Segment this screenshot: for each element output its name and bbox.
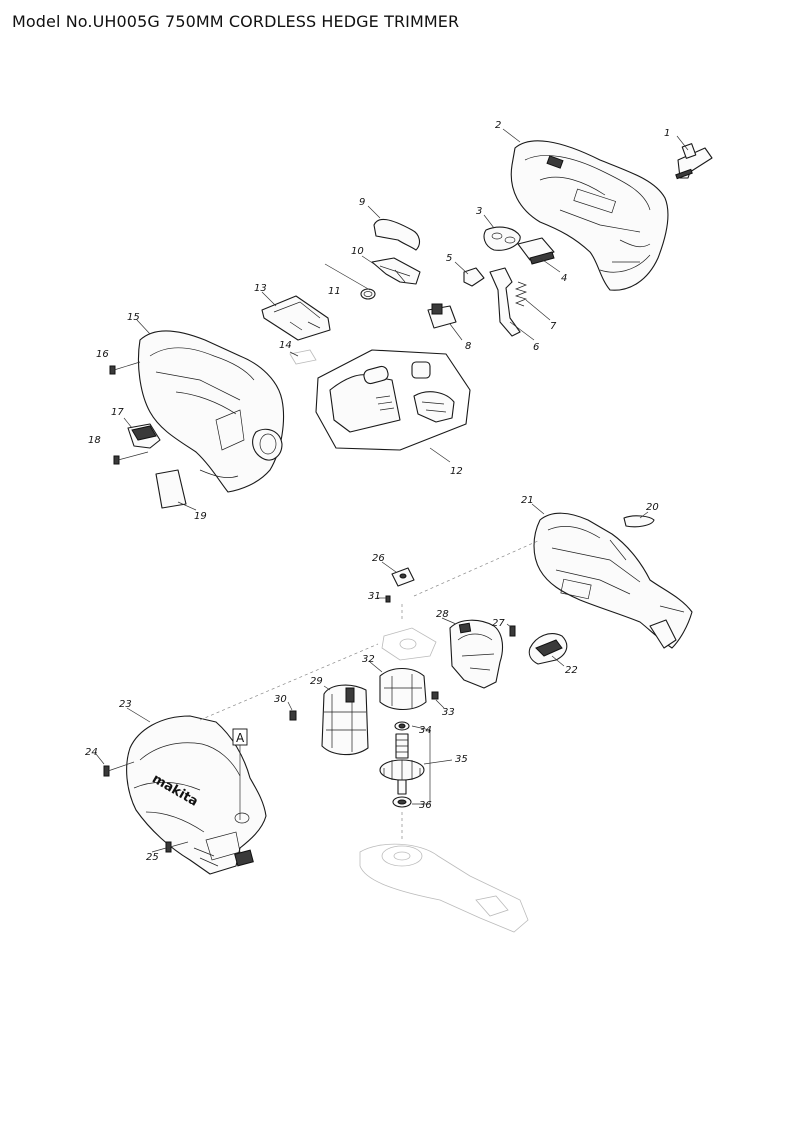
part-28-brush-holder: [449, 619, 504, 689]
label-20: 20: [646, 502, 659, 513]
label-5: 5: [446, 253, 452, 264]
part-19-sticker: [155, 469, 187, 509]
label-25: 25: [146, 852, 159, 863]
label-22: 22: [565, 665, 578, 676]
label-15: 15: [127, 312, 140, 323]
label-28: 28: [436, 609, 449, 620]
part-20-badge: [623, 515, 655, 528]
part-32-fan-baffle: [379, 667, 427, 711]
label-7: 7: [550, 321, 557, 332]
part-7-spring: [514, 281, 528, 307]
label-36: 36: [419, 800, 432, 811]
label-12: 12: [450, 466, 463, 477]
label-27: 27: [492, 618, 505, 629]
alignment-lines: [199, 539, 541, 840]
label-3: 3: [476, 206, 482, 217]
part-10-lever-bracket: [371, 257, 421, 285]
page-title: Model No.UH005G 750MM CORDLESS HEDGE TRI…: [12, 12, 460, 31]
label-31: 31: [368, 591, 381, 602]
part-6-lever-link: [489, 267, 521, 337]
part-23-motor-cover: makita: [126, 715, 267, 875]
label-35: 35: [455, 754, 468, 765]
ghost-gear-housing: [359, 843, 529, 933]
ghost-plate: [381, 627, 437, 661]
label-18: 18: [88, 435, 101, 446]
part-13-controller: [261, 295, 331, 341]
part-29-stator: [321, 684, 369, 756]
part-22-cover: [528, 633, 568, 665]
part-4-switch-board: [517, 237, 555, 265]
label-29: 29: [310, 676, 323, 687]
label-10: 10: [351, 246, 364, 257]
part-31-screw: [385, 595, 391, 603]
label-1: 1: [664, 128, 670, 139]
label-19: 19: [194, 511, 207, 522]
part-8-pin: [427, 303, 457, 329]
part-12-kit: [315, 349, 471, 451]
label-8: 8: [465, 341, 471, 352]
label-17: 17: [111, 407, 124, 418]
label-26: 26: [372, 553, 385, 564]
part-34-bearing: [394, 721, 410, 731]
leader-lines: [95, 128, 689, 853]
part-5-clip: [463, 267, 485, 287]
part-27-screw: [509, 625, 516, 637]
part-15-front-housing: [137, 330, 285, 493]
part-25-screw: [165, 841, 189, 853]
label-21: 21: [521, 495, 534, 506]
part-26-bushing: [391, 567, 415, 587]
label-30: 30: [274, 694, 287, 705]
part-3-switch-pad: [483, 226, 521, 251]
callout-a: A: [232, 728, 248, 820]
label-13: 13: [254, 283, 267, 294]
label-4: 4: [561, 273, 567, 284]
label-24: 24: [85, 747, 98, 758]
label-2: 2: [495, 120, 501, 131]
part-36-bearing: [392, 796, 412, 808]
callout-letter: A: [236, 731, 245, 745]
part-18-screw: [113, 451, 149, 465]
label-6: 6: [533, 342, 539, 353]
part-17-latch: [127, 423, 161, 449]
label-16: 16: [96, 349, 109, 360]
part-35-armature: [379, 733, 425, 795]
part-16-screw: [109, 361, 141, 375]
part-33-screw: [431, 691, 439, 700]
part-9-lock-lever: [373, 218, 421, 251]
part-30-screw: [289, 710, 297, 721]
part-2-housing: [510, 140, 669, 291]
label-34: 34: [419, 725, 432, 736]
part-1-lever: [675, 143, 713, 180]
label-11: 11: [328, 286, 341, 297]
label-33: 33: [442, 707, 455, 718]
label-9: 9: [359, 197, 365, 208]
label-23: 23: [119, 699, 132, 710]
part-21-motor-housing: [533, 512, 693, 649]
part-labels: 1 2 3 4 5 6 7 8 9 10 11 12 13 14 15 16 1…: [85, 120, 670, 863]
label-32: 32: [362, 654, 375, 665]
part-24-screw: [103, 761, 135, 777]
part-14-label: [289, 349, 317, 365]
part-11-spring: [324, 263, 376, 300]
label-14: 14: [279, 340, 292, 351]
